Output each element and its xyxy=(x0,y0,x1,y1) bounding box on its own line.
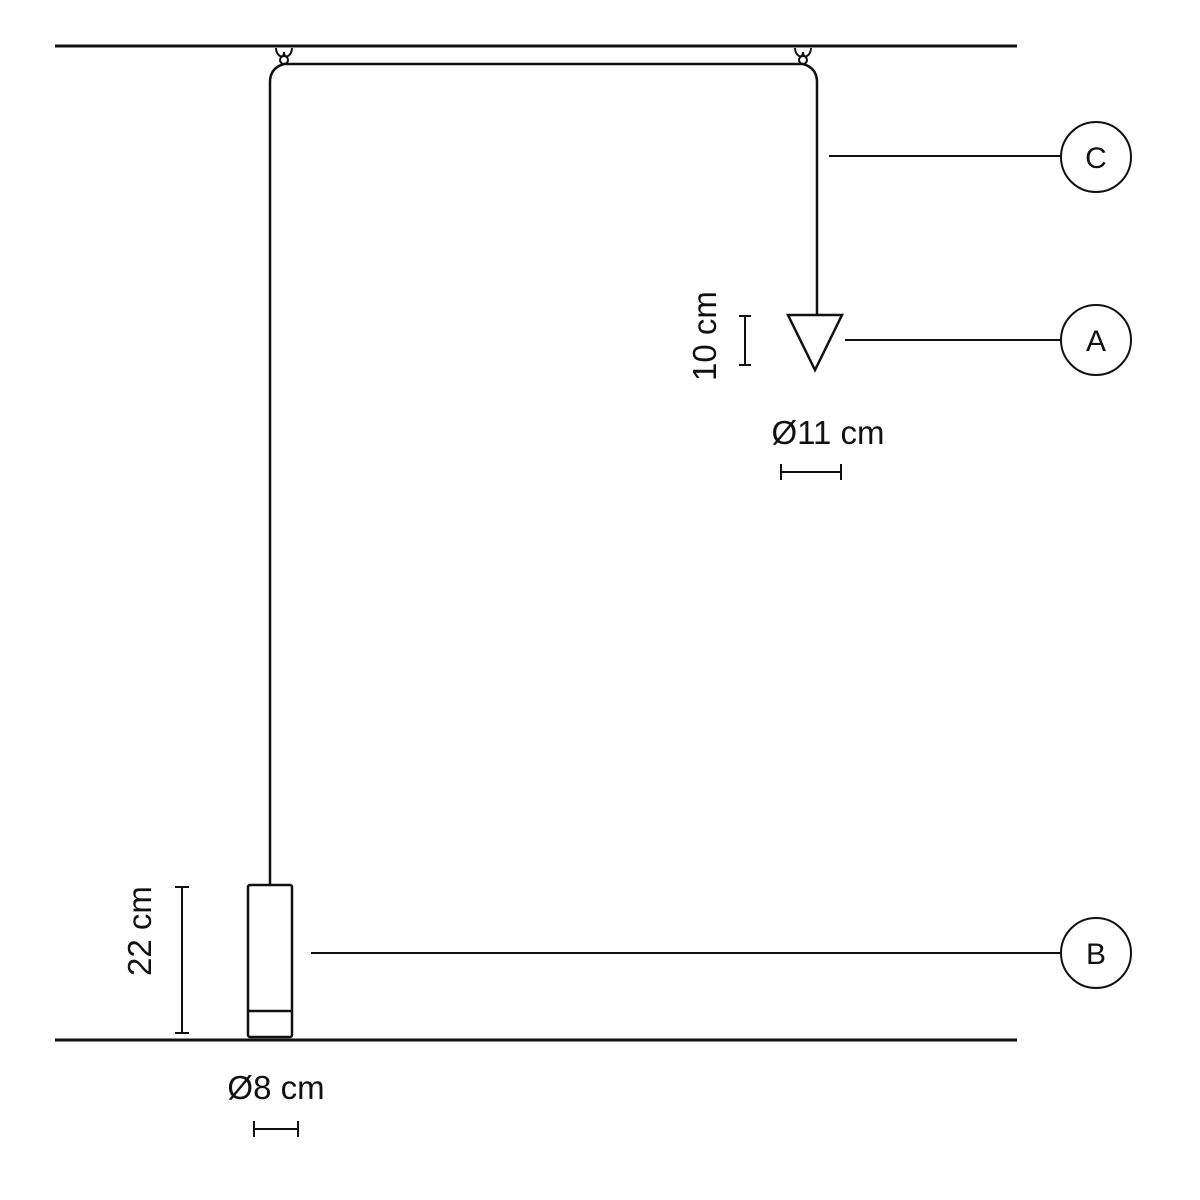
callout-b-letter: B xyxy=(1086,938,1106,971)
suspension-cable xyxy=(268,62,819,885)
callout-c-letter: C xyxy=(1085,142,1107,175)
ceiling-hook-left xyxy=(275,47,293,65)
callout-a-letter: A xyxy=(1086,325,1106,358)
cone-height-label: 10 cm xyxy=(686,291,723,381)
callout-b-circle xyxy=(1060,917,1132,989)
cylinder-diameter-label: Ø8 cm xyxy=(227,1069,324,1106)
floor-cylinder xyxy=(246,883,294,1039)
cylinder-height-label: 22 cm xyxy=(121,886,158,976)
cylinder-height-dimension xyxy=(175,886,189,1034)
pendant-cone xyxy=(785,313,845,373)
callout-a-circle xyxy=(1060,304,1132,376)
cone-diameter-dimension xyxy=(780,464,842,480)
ceiling-hook-right xyxy=(794,47,812,65)
cylinder-diameter-dimension xyxy=(253,1121,299,1137)
callout-c-circle xyxy=(1060,121,1132,193)
cone-diameter-label: Ø11 cm xyxy=(771,414,884,451)
cone-height-dimension xyxy=(739,315,751,366)
